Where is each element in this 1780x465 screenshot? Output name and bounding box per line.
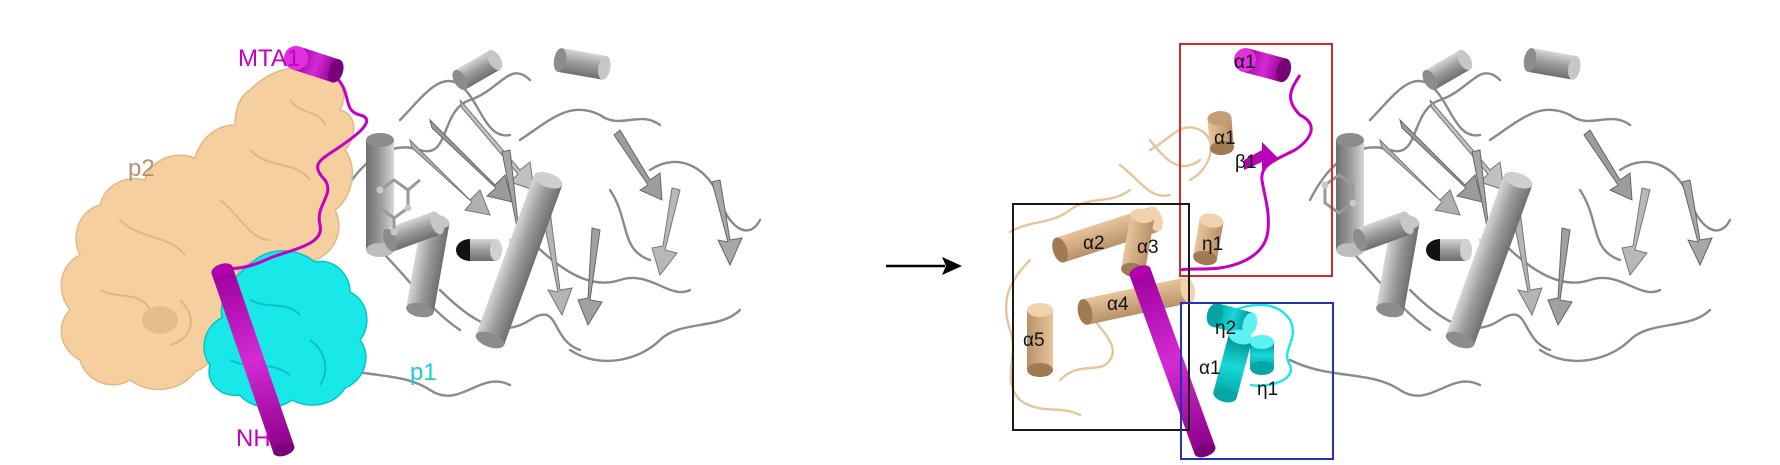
nh-helix — [211, 263, 295, 457]
p2-cartoon-loops — [1004, 126, 1212, 417]
mta1-alpha1-helix — [1233, 48, 1292, 83]
label-black-alpha5: α5 — [1023, 330, 1045, 351]
p1-eta2-helix — [1206, 303, 1258, 337]
right-panel: α1 α1 β1 η1 α2 α3 α4 α5 η2 α1 η1 — [1004, 43, 1732, 460]
label-p1: p1 — [410, 359, 437, 386]
grey-protein-cartoon-left — [318, 45, 762, 397]
ligand-sticks — [376, 178, 421, 236]
p2-surface-shading — [99, 99, 326, 346]
mta1-top-helix — [284, 46, 344, 83]
mta1-loop — [224, 70, 369, 270]
alpha4-helix — [1077, 277, 1196, 325]
label-blue-eta2: η2 — [1215, 318, 1236, 339]
right-arrow-icon — [886, 257, 962, 275]
p1-alpha1-helix — [1213, 329, 1253, 403]
alpha5-helix — [1027, 303, 1053, 377]
p1-eta1-helix — [1250, 335, 1274, 375]
label-nh: NH — [236, 425, 271, 452]
mta1-loop-right — [1179, 74, 1313, 272]
label-red-alpha1: α1 — [1214, 128, 1236, 149]
ligand-sticks-right — [1321, 173, 1357, 215]
eta1-tan-helix — [1193, 213, 1224, 266]
label-black-alpha2: α2 — [1083, 233, 1105, 254]
nh-helix-right — [1129, 265, 1216, 458]
label-red-eta1: η1 — [1202, 234, 1223, 255]
p1-cartoon-loop — [1234, 303, 1295, 387]
label-black-alpha4: α4 — [1107, 294, 1129, 315]
label-p2: p2 — [128, 155, 155, 182]
black-box — [1012, 203, 1190, 431]
label-red-beta1: β1 — [1235, 152, 1257, 173]
label-red-alpha1-top: α1 — [1234, 52, 1256, 73]
label-black-alpha3: α3 — [1137, 237, 1159, 258]
left-panel: MTA1 p2 p1 NH — [60, 45, 762, 457]
p2-surface — [60, 67, 355, 391]
label-mta1: MTA1 — [238, 45, 300, 72]
label-blue-alpha1: α1 — [1199, 358, 1221, 379]
grey-protein-cartoon-right — [1288, 45, 1732, 397]
red-box — [1179, 43, 1333, 277]
mta1-beta1-strand — [1244, 142, 1278, 170]
blue-box — [1180, 302, 1334, 460]
alpha1-tan-helix — [1207, 111, 1234, 156]
label-blue-eta1: η1 — [1257, 379, 1278, 400]
